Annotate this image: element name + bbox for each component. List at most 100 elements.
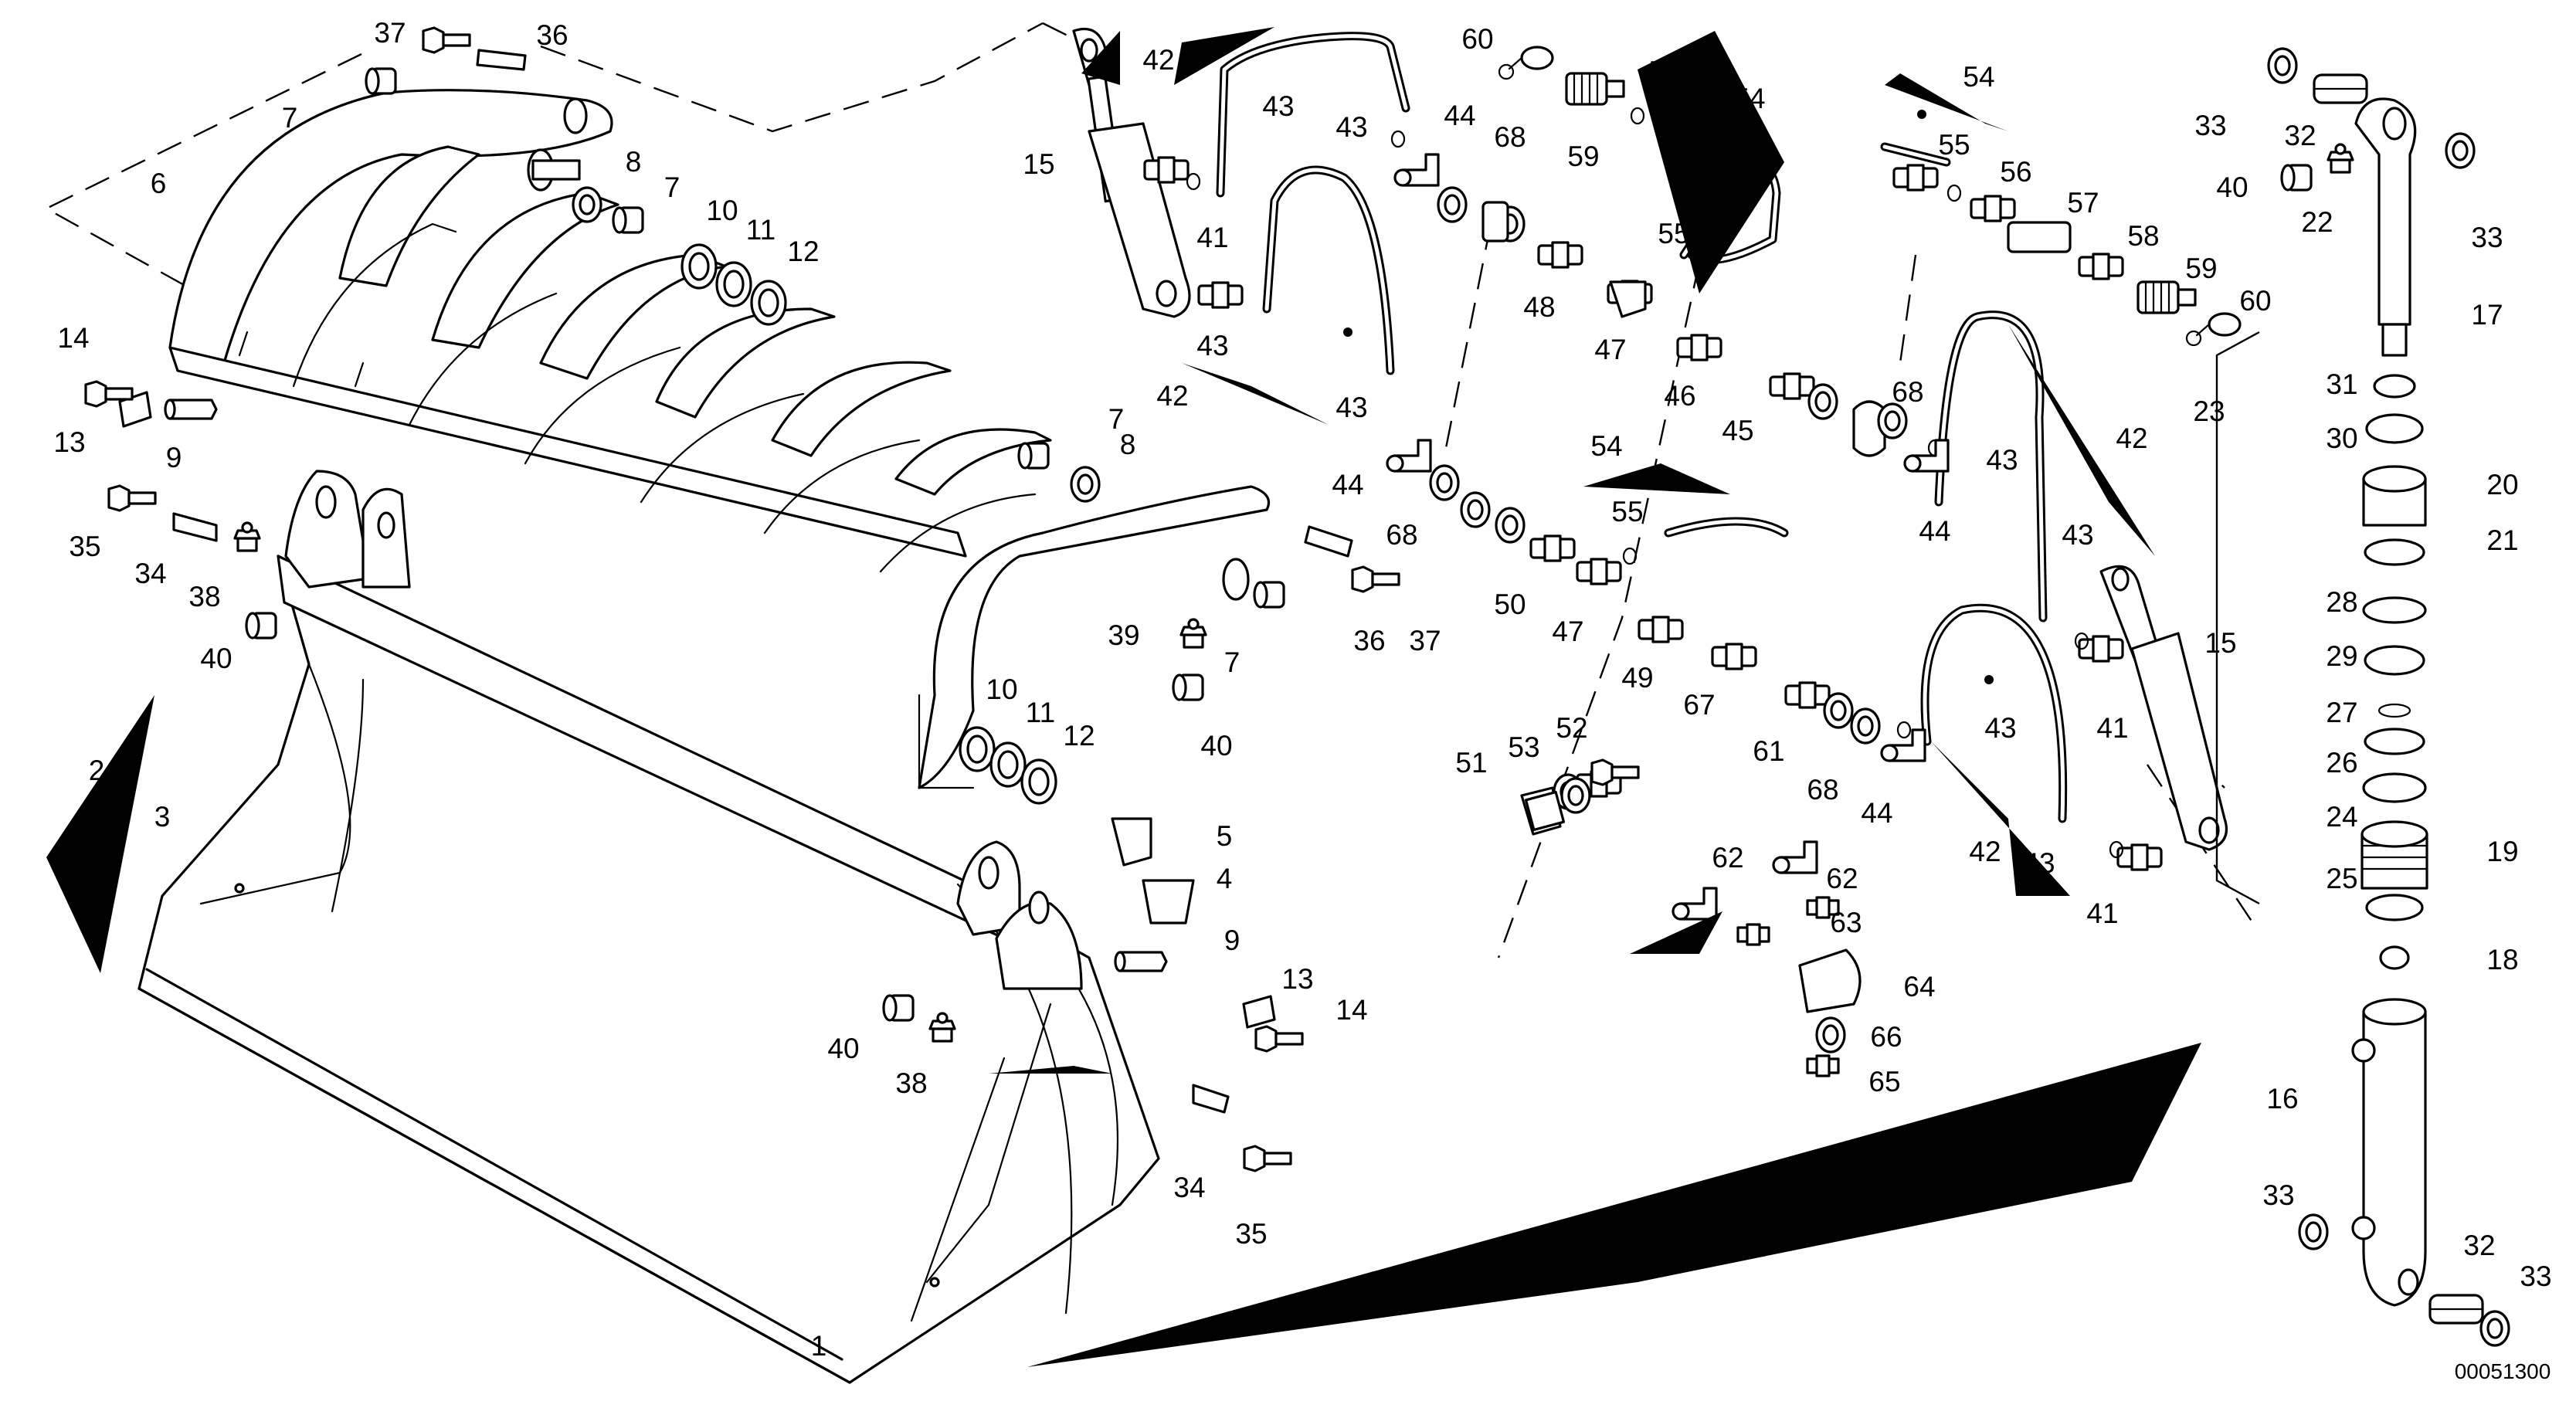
callout-28: 28 [2326, 586, 2357, 618]
callout-63: 63 [1830, 907, 1862, 938]
callout-9b: 9 [1224, 925, 1240, 956]
hoses [1216, 32, 2068, 823]
callout-7d: 7 [1224, 646, 1240, 678]
fittings-right [1672, 164, 2242, 1077]
callout-16: 16 [2266, 1083, 2298, 1115]
callout-43d: 43 [1336, 392, 1367, 423]
callout-44c: 44 [1919, 515, 1950, 547]
callout-41c: 41 [2086, 897, 2118, 929]
callout-1: 1 [811, 1330, 827, 1362]
reference-code: 00051300 [2455, 1359, 2551, 1383]
callout-31: 31 [2326, 368, 2357, 400]
callout-48: 48 [1523, 291, 1555, 323]
callout-14a: 14 [57, 322, 89, 354]
cylinder-right [2074, 565, 2228, 871]
callout-20: 20 [2486, 469, 2518, 500]
callout-55c: 55 [1938, 129, 1970, 161]
callout-67: 67 [1683, 689, 1715, 721]
callout-52: 52 [1556, 712, 1587, 744]
callout-39: 39 [1108, 619, 1139, 651]
callout-54c: 54 [1590, 430, 1622, 462]
callout-4: 4 [1217, 863, 1233, 894]
callout-42b: 42 [1156, 380, 1188, 412]
callout-22: 22 [2301, 206, 2333, 238]
callout-61: 61 [1753, 735, 1784, 767]
callout-43h: 43 [2023, 847, 2055, 879]
callout-51: 51 [1455, 747, 1487, 779]
callout-57: 57 [2067, 187, 2099, 219]
callout-40d: 40 [2216, 171, 2248, 203]
callout-43b: 43 [1196, 330, 1228, 361]
callout-41b: 41 [2096, 712, 2128, 744]
callout-29: 29 [2326, 640, 2357, 672]
callout-44a: 44 [1444, 100, 1475, 131]
callout-7c: 7 [1108, 403, 1125, 435]
callout-9a: 9 [166, 442, 182, 473]
callout-62b: 62 [1712, 842, 1743, 874]
callout-66: 66 [1870, 1021, 1902, 1053]
callout-32a: 32 [2284, 120, 2316, 151]
callout-42c: 42 [2116, 422, 2147, 454]
callout-12a: 12 [787, 236, 819, 267]
callout-68a: 68 [1494, 121, 1526, 153]
callout-40b: 40 [1200, 730, 1232, 762]
callout-19: 19 [2486, 836, 2518, 867]
callout-5: 5 [1217, 820, 1233, 852]
callout-13a: 13 [53, 426, 85, 458]
callout-7b: 7 [664, 171, 680, 203]
callout-68b: 68 [1386, 519, 1417, 551]
callout-58: 58 [2127, 220, 2159, 252]
callout-34a: 34 [134, 558, 166, 589]
grab-pin-right [882, 442, 1400, 1172]
callout-55a: 55 [1648, 56, 1680, 87]
callout-30: 30 [2326, 422, 2357, 454]
callout-62a: 62 [1826, 863, 1858, 894]
callout-38a: 38 [188, 581, 220, 612]
callout-40a: 40 [200, 643, 232, 674]
callout-12b: 12 [1063, 720, 1095, 751]
callout-10a: 10 [706, 195, 738, 226]
callout-68d: 68 [1807, 774, 1838, 806]
callout-47b: 47 [1552, 616, 1583, 647]
leader-lines [46, 27, 2201, 1367]
callout-35b: 35 [1235, 1218, 1267, 1250]
callout-23: 23 [2193, 395, 2225, 427]
callout-38b: 38 [895, 1067, 927, 1099]
bucket [137, 470, 1160, 1384]
callout-18: 18 [2486, 944, 2518, 975]
callout-59a: 59 [1567, 141, 1599, 172]
callout-59b: 59 [2185, 253, 2217, 284]
cylinder-exploded [2215, 47, 2510, 1347]
callout-60a: 60 [1461, 23, 1493, 55]
callout-53: 53 [1508, 731, 1539, 763]
callout-8a: 8 [626, 146, 642, 178]
callout-36b: 36 [1353, 625, 1385, 657]
callout-37b: 37 [1409, 625, 1441, 657]
callout-56: 56 [2000, 156, 2031, 188]
callout-26: 26 [2326, 747, 2357, 779]
clamp-parts [1524, 758, 1640, 832]
callout-43a: 43 [1262, 90, 1294, 122]
callout-42a: 42 [1142, 44, 1174, 76]
callout-43g: 43 [1984, 712, 2016, 744]
callout-24: 24 [2326, 801, 2357, 833]
callout-33b: 33 [2471, 222, 2503, 253]
callout-33c: 33 [2262, 1179, 2294, 1211]
callout-3: 3 [154, 801, 171, 833]
callout-labels: 1 2 3 4 5 6 7 7 7 7 8 8 9 9 10 10 11 11 … [53, 17, 2551, 1383]
callout-36a: 36 [536, 19, 568, 51]
callout-43e: 43 [1986, 444, 2018, 476]
callout-37a: 37 [374, 17, 406, 49]
callout-32b: 32 [2463, 1230, 2495, 1261]
callout-15a: 15 [1023, 148, 1054, 180]
cylinder-left [1072, 27, 1244, 318]
callout-33a: 33 [2194, 110, 2226, 141]
grab-frame [168, 89, 1271, 789]
callout-55d: 55 [1611, 496, 1643, 528]
grab-pin-left [84, 26, 787, 640]
callout-10b: 10 [986, 673, 1017, 705]
callout-64: 64 [1903, 971, 1935, 1003]
callout-35a: 35 [69, 531, 100, 562]
callout-8b: 8 [1120, 429, 1136, 460]
